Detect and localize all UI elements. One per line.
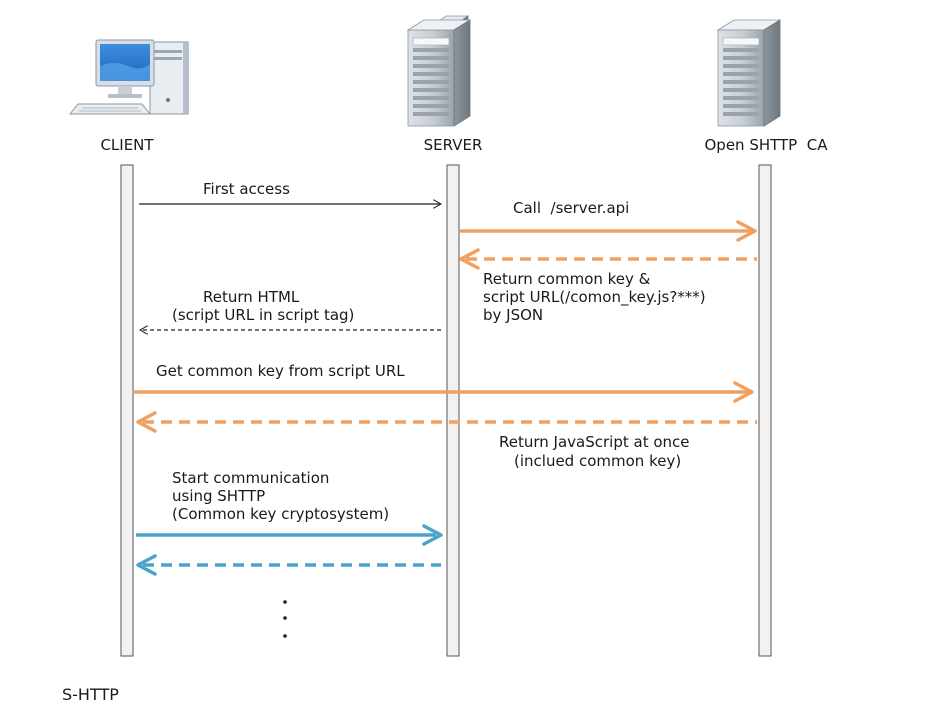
client-computer-icon xyxy=(68,39,189,115)
server-lifeline xyxy=(446,164,460,657)
client-label: CLIENT xyxy=(100,136,154,154)
ca-server-icon xyxy=(716,19,782,127)
call-api-label: Call /server.api xyxy=(513,199,629,217)
get-key-arrowhead xyxy=(733,381,754,403)
diagram-caption: S-HTTP xyxy=(62,685,119,704)
response-arrowhead xyxy=(136,554,157,576)
return-js-line2: (inclued common key) xyxy=(514,452,681,470)
ca-label: Open SHTTP CA xyxy=(704,136,828,154)
call-api-arrowhead xyxy=(736,220,757,242)
client-lifeline xyxy=(120,164,134,657)
return-key-arrowhead xyxy=(459,248,480,270)
get-key-label: Get common key from script URL xyxy=(156,362,405,380)
return-key-line2: script URL(/comon_key.js?***) xyxy=(483,288,706,307)
start-comm-line2: using SHTTP xyxy=(172,487,265,505)
first-access-label: First access xyxy=(203,180,290,198)
return-js-line1: Return JavaScript at once xyxy=(499,433,690,451)
return-key-line1: Return common key & xyxy=(483,270,651,288)
ca-lifeline xyxy=(758,164,772,657)
return-html-line1: Return HTML xyxy=(203,288,300,306)
return-html-line2: (script URL in script tag) xyxy=(172,306,354,324)
start-comm-line3: (Common key cryptosystem) xyxy=(172,505,389,523)
continuation-dots xyxy=(283,600,287,638)
return-key-line3: by JSON xyxy=(483,306,543,324)
server-label: SERVER xyxy=(424,136,483,154)
server-icon xyxy=(406,15,472,127)
start-comm-line1: Start communication xyxy=(172,469,329,487)
return-js-arrowhead xyxy=(136,411,157,433)
start-comm-arrowhead xyxy=(422,524,443,546)
